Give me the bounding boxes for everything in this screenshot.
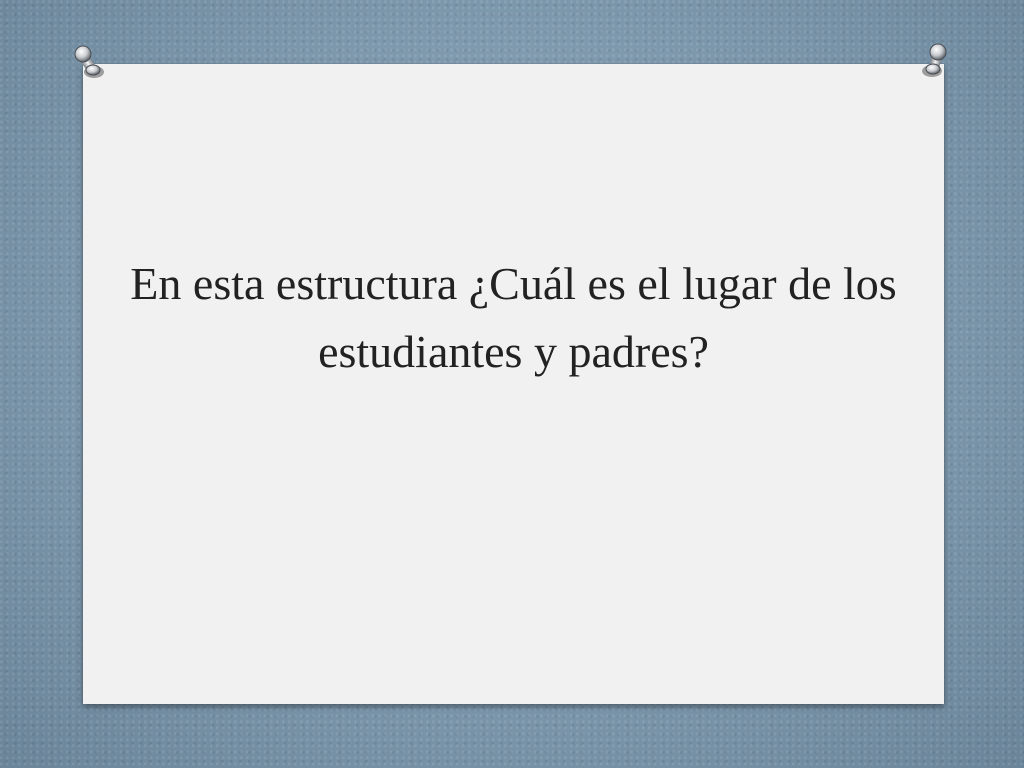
thumbtack-icon [72, 44, 108, 80]
thumbtack-icon [917, 42, 953, 78]
paper-card: En esta estructura ¿Cuál es el lugar de … [83, 64, 944, 704]
slide-title: En esta estructura ¿Cuál es el lugar de … [130, 258, 897, 377]
